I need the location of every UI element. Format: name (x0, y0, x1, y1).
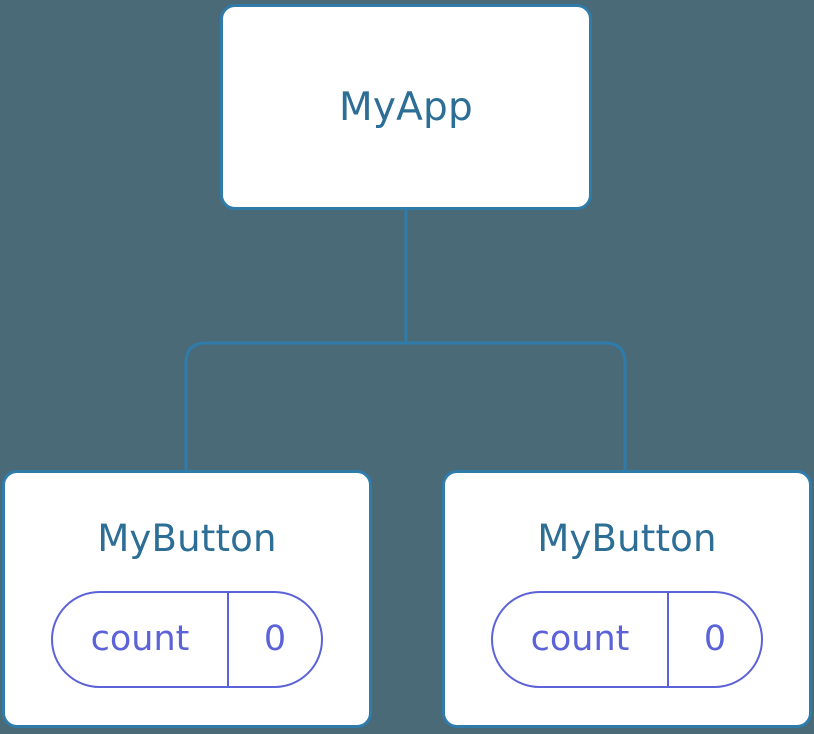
connector-elbow-left (184, 341, 406, 470)
node-mybutton-2[interactable]: MyButton count 0 (442, 470, 812, 728)
state-pill[interactable]: count 0 (51, 591, 323, 688)
state-pill-value: 0 (229, 593, 321, 686)
state-value-label: 0 (703, 619, 727, 659)
node-myapp[interactable]: MyApp (220, 4, 592, 210)
state-pill-key: count (53, 593, 229, 686)
state-key-label: count (530, 619, 630, 659)
state-pill-key: count (493, 593, 669, 686)
connector-elbow-right (406, 341, 627, 470)
node-title: MyApp (339, 84, 473, 130)
state-pill-value: 0 (669, 593, 761, 686)
node-title: MyButton (537, 517, 717, 560)
state-key-label: count (90, 619, 190, 659)
node-mybutton-1[interactable]: MyButton count 0 (2, 470, 372, 728)
state-pill[interactable]: count 0 (491, 591, 763, 688)
node-title: MyButton (97, 517, 277, 560)
state-value-label: 0 (263, 619, 287, 659)
